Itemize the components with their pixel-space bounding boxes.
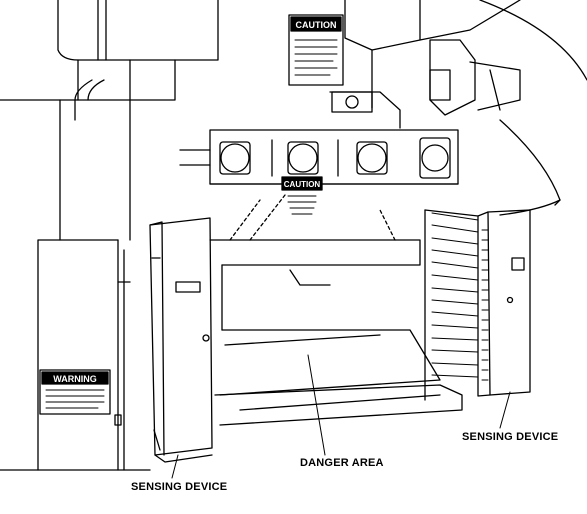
sensing-device-left-label: SENSING DEVICE xyxy=(131,481,228,493)
left-frame xyxy=(0,99,151,471)
caution-sign-mid: CAUTION xyxy=(281,176,323,215)
right-guard-panel xyxy=(424,209,479,401)
warning-sign: WARNING xyxy=(39,369,111,415)
caution-sign-top-text: CAUTION xyxy=(296,20,337,30)
caution-sign-mid-text: CAUTION xyxy=(284,180,321,189)
left-sensing-device xyxy=(149,217,213,463)
right-sensing-device xyxy=(477,209,531,397)
sensing-device-right-label: SENSING DEVICE xyxy=(462,431,559,443)
bolster-beam xyxy=(179,129,459,185)
leader-lines xyxy=(171,354,511,479)
leader-danger-area xyxy=(307,354,326,456)
warning-sign-text: WARNING xyxy=(53,374,97,384)
leader-sensing-left xyxy=(171,454,179,479)
upper-machine-structure xyxy=(57,0,587,216)
danger-area-label: DANGER AREA xyxy=(300,457,384,469)
caution-sign-top: CAUTION xyxy=(288,14,344,86)
press-bed xyxy=(209,194,463,426)
leader-sensing-right xyxy=(499,391,511,429)
